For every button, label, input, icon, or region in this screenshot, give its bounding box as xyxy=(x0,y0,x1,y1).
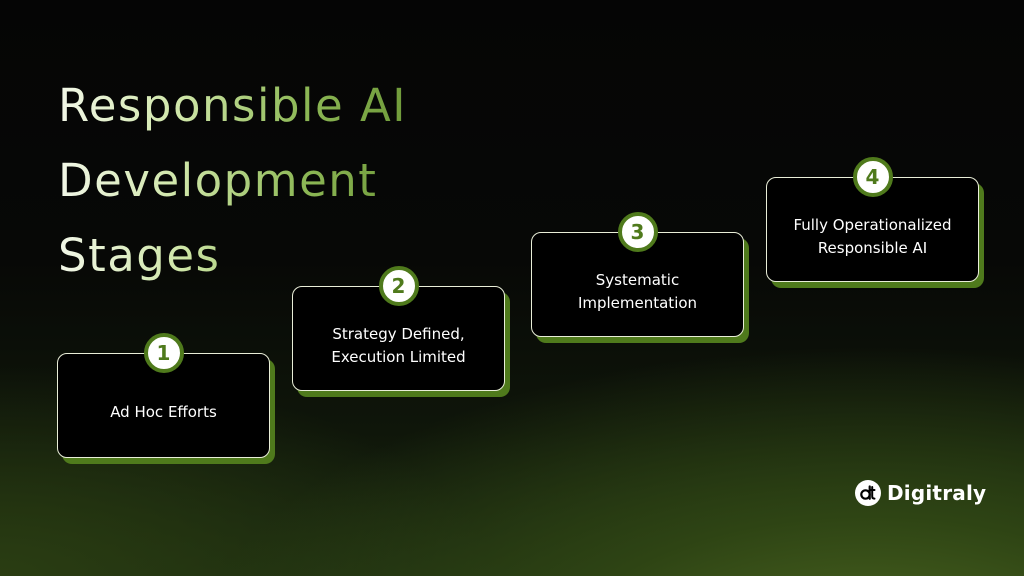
stage-2-label: Strategy Defined, Execution Limited xyxy=(331,324,466,366)
stage-3-number-badge: 3 xyxy=(617,212,658,252)
title-line-2: Development xyxy=(58,154,378,207)
brand-name: Digitraly xyxy=(887,481,987,505)
stage-4-number-badge: 4 xyxy=(852,157,893,197)
stage-1-label: Ad Hoc Efforts xyxy=(110,403,217,421)
dt-monogram-icon xyxy=(855,480,881,506)
brand-logo: Digitraly xyxy=(855,480,986,506)
stage-3: Systematic Implementation 3 xyxy=(531,212,749,343)
stage-1-number-badge: 1 xyxy=(143,333,184,373)
stage-3-label: Systematic Implementation xyxy=(577,270,698,312)
stage-4-label: Fully Operationalized Responsible AI xyxy=(793,215,952,257)
stage-2-number-badge: 2 xyxy=(378,266,419,306)
page-title: Responsible AI Development Stages xyxy=(58,68,407,293)
stage-4: Fully Operationalized Responsible AI 4 xyxy=(766,157,984,288)
title-line-1: Responsible AI xyxy=(58,79,408,132)
stage-2: Strategy Defined, Execution Limited 2 xyxy=(292,266,510,397)
title-line-3: Stages xyxy=(58,229,221,282)
stage-1: Ad Hoc Efforts 1 xyxy=(57,333,275,464)
